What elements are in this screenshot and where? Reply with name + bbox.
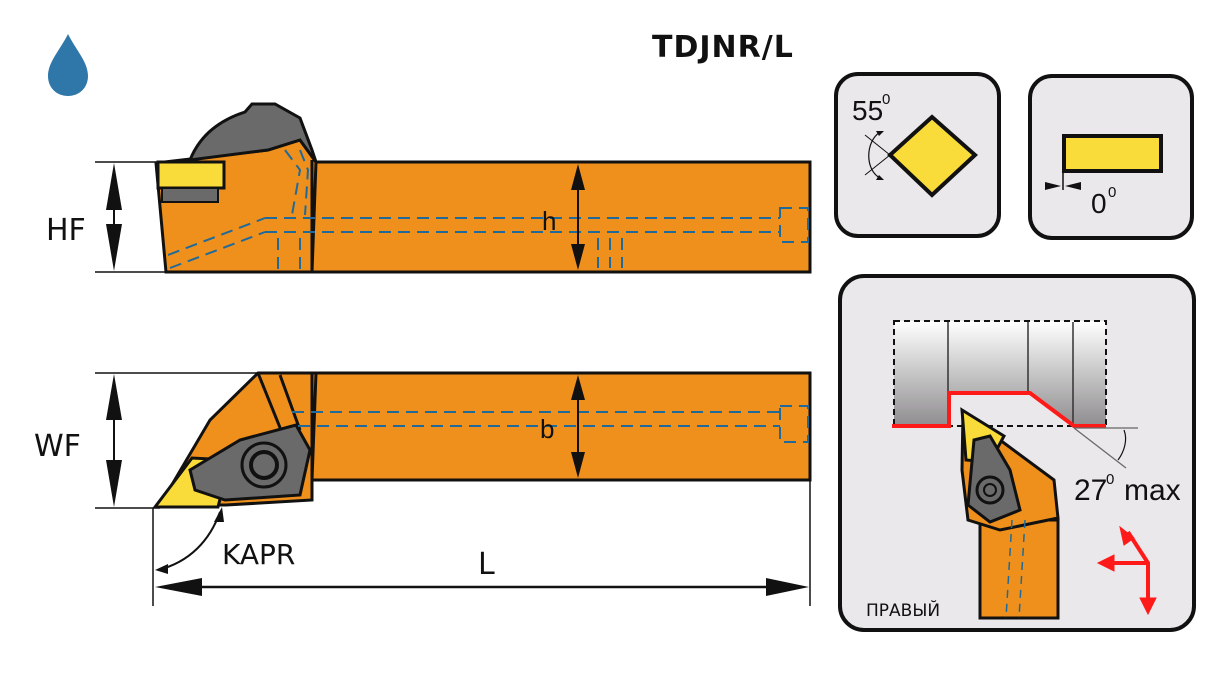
application-panel: 27 0 max ПРАВЫЙ [838, 274, 1196, 632]
wf-label: WF [34, 429, 81, 464]
water-drop-icon [48, 34, 88, 96]
hand-label: ПРАВЫЙ [866, 599, 940, 621]
side-view: HF h [46, 102, 812, 274]
application-angle-suffix: max [1124, 474, 1181, 507]
feed-direction-arrows-icon [1096, 525, 1157, 616]
application-angle-value: 27 [1074, 474, 1107, 507]
kapr-label: KAPR [222, 538, 295, 571]
top-view: WF b L KAPR [34, 371, 812, 606]
l-label: L [478, 547, 495, 582]
insert-angle-unit: 0 [882, 91, 890, 108]
clearance-angle-value: 0 [1091, 188, 1107, 219]
h-label: h [542, 206, 556, 236]
insert-angle-value: 55 [852, 95, 883, 126]
b-label: b [540, 414, 554, 444]
rhombic-insert-icon [887, 114, 978, 198]
insert-shape-panel: 55 0 [834, 72, 1001, 238]
hf-label: HF [46, 213, 86, 248]
application-angle-unit: 0 [1106, 471, 1114, 488]
clearance-angle-panel: 0 0 [1028, 74, 1194, 240]
product-code-title: TDJNR/L [652, 30, 794, 65]
clearance-angle-unit: 0 [1108, 184, 1116, 201]
